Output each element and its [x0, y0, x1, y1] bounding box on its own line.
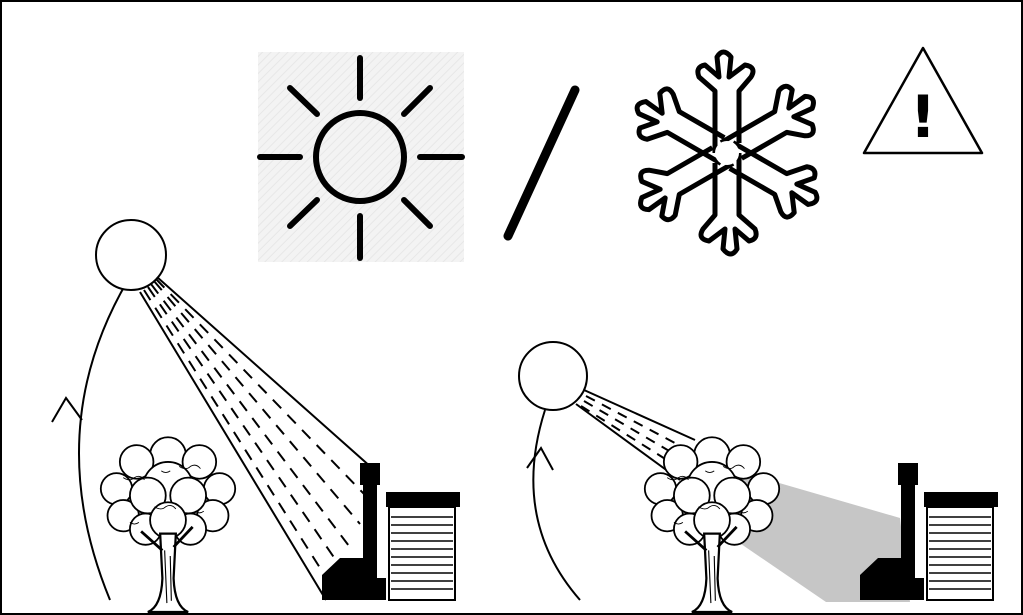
sun-icon — [257, 52, 465, 262]
winter-scene — [518, 341, 999, 614]
sun-path-arc — [532, 409, 581, 601]
warning-triangle-icon: ! — [862, 46, 984, 155]
house-left — [321, 462, 461, 601]
arc-arrow-icon — [526, 446, 554, 471]
summer-scene — [51, 219, 461, 614]
sun-path-arc — [78, 279, 129, 601]
arc-arrow-icon — [51, 396, 83, 423]
warning-mark: ! — [910, 83, 936, 151]
tree-left — [99, 435, 237, 614]
snowflake-icon — [625, 49, 829, 254]
high-sun — [95, 219, 167, 291]
tree-right — [643, 435, 781, 614]
slash-divider — [503, 85, 580, 241]
low-sun — [518, 341, 588, 411]
